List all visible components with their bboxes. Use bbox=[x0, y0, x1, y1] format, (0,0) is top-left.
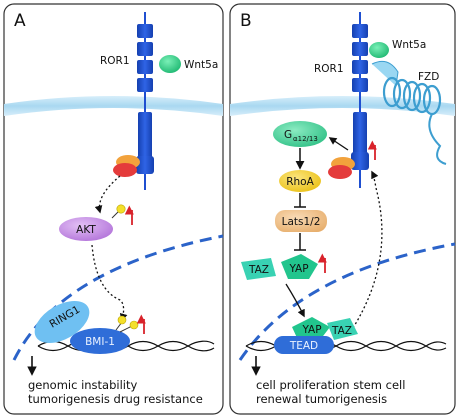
outcome-b-line2: renewal tumorigenesis bbox=[256, 392, 387, 406]
tead-label: TEAD bbox=[289, 340, 318, 352]
kinase-adapter-b bbox=[328, 157, 355, 179]
taz-nuclear-label: TAZ bbox=[331, 325, 352, 337]
g-protein-node: G α12/13 bbox=[273, 121, 327, 147]
arrow-to-g-protein bbox=[328, 137, 349, 151]
arrow-to-complex bbox=[91, 244, 128, 322]
outcome-a-line2: tumorigenesis drug resistance bbox=[28, 392, 203, 406]
dna-helix bbox=[37, 340, 215, 352]
wnt5a-label: Wnt5a bbox=[184, 59, 218, 71]
tead-complex: YAP TAZ TEAD bbox=[274, 317, 358, 354]
yap-label: YAP bbox=[288, 263, 308, 275]
yap-nuclear-label: YAP bbox=[301, 324, 321, 336]
panel-a-letter: A bbox=[14, 11, 26, 31]
rhoa-label: RhoA bbox=[286, 176, 314, 188]
arrow-to-akt bbox=[94, 175, 121, 214]
panel-b-letter: B bbox=[240, 11, 252, 31]
cell-membrane bbox=[4, 96, 223, 116]
panel-b: B ROR1 Wnt5a FZD bbox=[229, 3, 456, 415]
ring1-node bbox=[34, 300, 90, 344]
wnt5a-ligand bbox=[159, 55, 181, 73]
taz-nuclear-node bbox=[327, 318, 358, 340]
wnt5a-label-b: Wnt5a bbox=[392, 39, 426, 51]
ror1-label: ROR1 bbox=[100, 55, 130, 67]
nuclear-envelope-b bbox=[238, 242, 456, 361]
fzd-receptor bbox=[371, 60, 447, 165]
taz-node: TAZ bbox=[241, 258, 276, 280]
outcome-b-line1: cell proliferation stem cell bbox=[256, 378, 405, 392]
panel-a: A ROR1 Wnt5a AKT bbox=[3, 3, 224, 415]
g-protein-subscript: α12/13 bbox=[293, 135, 318, 143]
outcome-a-line1: genomic instability bbox=[28, 378, 138, 392]
wnt5a-ligand-b bbox=[369, 42, 389, 58]
ror1-receptor-b bbox=[351, 12, 369, 188]
lats-node: Lats1/2 bbox=[275, 210, 327, 232]
inhibit-yap bbox=[294, 233, 306, 251]
bmi1-node bbox=[70, 328, 130, 354]
g-protein-label: G bbox=[284, 129, 292, 141]
fzd-label: FZD bbox=[418, 71, 439, 83]
nuclear-envelope bbox=[12, 234, 224, 361]
ror1-label-b: ROR1 bbox=[314, 63, 344, 75]
taz-label: TAZ bbox=[248, 264, 269, 276]
kinase-adapter bbox=[113, 155, 140, 177]
ror1-receptor bbox=[136, 12, 154, 190]
lats-label: Lats1/2 bbox=[282, 216, 321, 228]
tead-node bbox=[274, 336, 334, 354]
arrow-to-nucleus bbox=[285, 283, 305, 318]
akt-node: AKT bbox=[59, 204, 126, 241]
rhoa-node: RhoA bbox=[279, 170, 321, 192]
yap-node: YAP bbox=[281, 254, 318, 279]
bmi1-label: BMI-1 bbox=[85, 336, 115, 348]
inhibit-lats bbox=[294, 193, 306, 208]
polycomb-complex: RING1 BMI-1 bbox=[34, 300, 139, 354]
feedback-arrow bbox=[352, 170, 383, 329]
yap-nuclear-node bbox=[292, 317, 330, 340]
akt-label: AKT bbox=[76, 224, 96, 236]
